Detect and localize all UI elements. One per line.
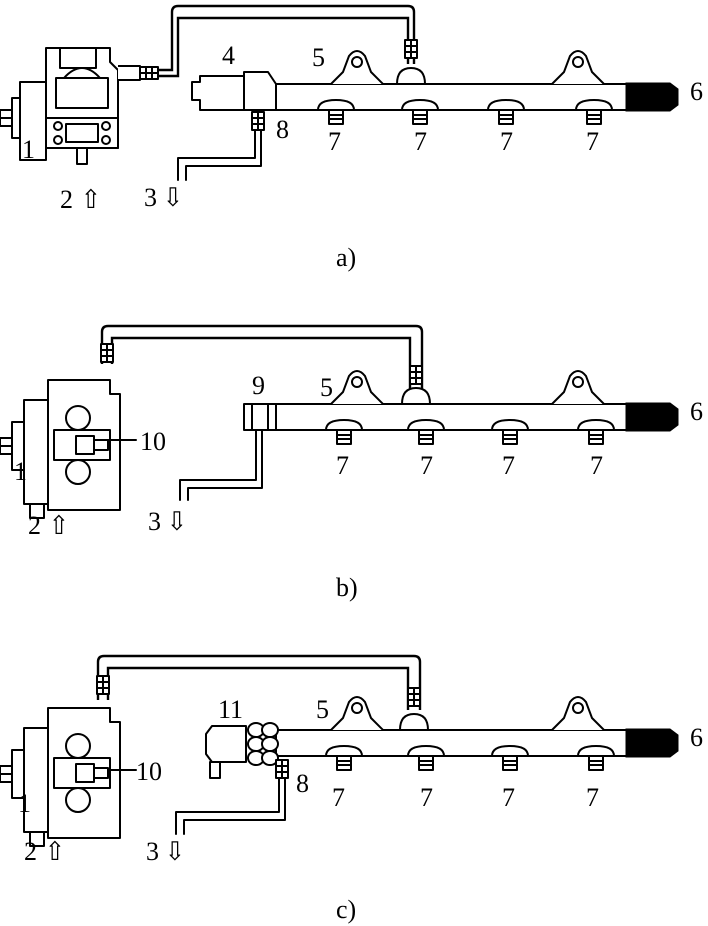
caption-c: c) xyxy=(336,895,356,924)
label-bracket-a: 5 xyxy=(312,43,325,72)
diagram-a: 2 ⇧ 3 ⇩ 1 4 5 6 8 7 7 7 7 a) xyxy=(0,4,703,272)
label-sensor-a: 6 xyxy=(690,77,703,106)
valve-4 xyxy=(191,75,245,111)
label-injector-b2: 7 xyxy=(420,451,433,480)
label-2-c: 2 xyxy=(24,837,37,866)
label-sensor-b: 6 xyxy=(690,397,703,426)
pump-c xyxy=(0,707,121,847)
valve-11-cluster xyxy=(247,722,279,766)
limiter-9 xyxy=(243,403,277,431)
label-2-b: 2 xyxy=(28,511,41,540)
label-injector-a4: 7 xyxy=(586,127,599,156)
label-injector-a3: 7 xyxy=(500,127,513,156)
caption-b: b) xyxy=(336,573,358,602)
label-2-a: 2 xyxy=(60,185,73,214)
label-valve-a: 4 xyxy=(222,41,235,70)
label-bracket-c: 5 xyxy=(316,695,329,724)
label-3-a: 3 xyxy=(144,183,157,212)
pump-a xyxy=(0,47,119,165)
label-injector-b4: 7 xyxy=(590,451,603,480)
label-bracket-b: 5 xyxy=(320,373,333,402)
pressure-sensor-b xyxy=(625,402,679,432)
label-injector-c2: 7 xyxy=(420,783,433,812)
label-injector-b1: 7 xyxy=(336,451,349,480)
label-injector-c1: 7 xyxy=(332,783,345,812)
valve-11 xyxy=(205,725,247,763)
label-3-b: 3 xyxy=(148,507,161,536)
pressure-sensor-c xyxy=(625,728,679,758)
label-fitting-a: 8 xyxy=(276,115,289,144)
pump-b xyxy=(0,379,121,519)
label-metering-b: 10 xyxy=(140,427,166,456)
label-pump-c: 1 xyxy=(18,789,31,818)
label-pump-a: 1 xyxy=(22,135,35,164)
diagram-c: 2 ⇧ 3 ⇩ 1 11 5 6 8 10 7 7 7 7 c) xyxy=(0,654,703,924)
caption-a: a) xyxy=(336,243,356,272)
label-pump-b: 1 xyxy=(14,457,27,486)
pressure-sensor-a xyxy=(625,82,679,112)
arrow-down-a: ⇩ xyxy=(162,183,184,212)
arrow-up-a: ⇧ xyxy=(80,185,102,214)
label-fitting-c: 8 xyxy=(296,769,309,798)
arrow-up-b: ⇧ xyxy=(48,511,70,540)
label-sensor-c: 6 xyxy=(690,723,703,752)
label-metering-c: 10 xyxy=(136,757,162,786)
label-injector-a2: 7 xyxy=(414,127,427,156)
label-injector-c3: 7 xyxy=(502,783,515,812)
label-3-c: 3 xyxy=(146,837,159,866)
arrow-up-c: ⇧ xyxy=(44,837,66,866)
label-valve-c: 11 xyxy=(218,695,243,724)
diagram-b: 2 ⇧ 3 ⇩ 1 9 5 6 10 7 7 7 7 b) xyxy=(0,324,703,602)
arrow-down-c: ⇩ xyxy=(164,837,186,866)
arrow-down-b: ⇩ xyxy=(166,507,188,536)
label-limiter-b: 9 xyxy=(252,371,265,400)
label-injector-a1: 7 xyxy=(328,127,341,156)
label-injector-b3: 7 xyxy=(502,451,515,480)
label-injector-c4: 7 xyxy=(586,783,599,812)
